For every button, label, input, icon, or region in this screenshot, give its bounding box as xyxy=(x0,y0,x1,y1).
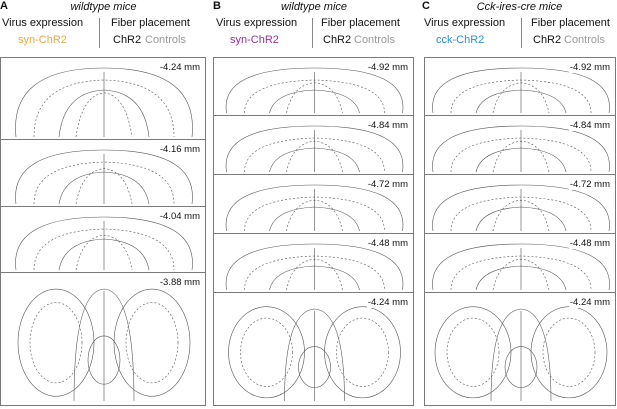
brain-section: -4.24 mm xyxy=(424,292,616,406)
fiber-chr2-label: ChR2 xyxy=(113,34,142,46)
fiber-controls-label: Controls xyxy=(145,34,186,46)
atlas-outline xyxy=(225,184,404,232)
atlas-outline xyxy=(225,125,404,173)
virus-label: syn-ChR2 xyxy=(230,34,279,46)
virus-heading: Virus expression xyxy=(424,17,506,29)
section-coordinate: -4.72 mm xyxy=(366,179,409,190)
brain-section: -4.92 mm xyxy=(424,57,616,116)
section-coordinate: -4.92 mm xyxy=(568,62,611,73)
panel-letter: A xyxy=(0,0,8,12)
legend-divider xyxy=(521,18,522,48)
legend-divider xyxy=(312,18,313,48)
panel-c: C Cck-ires-cre mice Virus expression cck… xyxy=(422,0,617,409)
panel-b: B wildtype mice Virus expression syn-ChR… xyxy=(213,0,415,409)
brain-section: -4.72 mm xyxy=(424,174,616,234)
fiber-controls-label: Controls xyxy=(354,34,395,46)
atlas-outline xyxy=(432,67,610,114)
virus-heading: Virus expression xyxy=(2,17,84,29)
brain-section: -4.84 mm xyxy=(424,115,616,175)
atlas-outline xyxy=(225,67,404,114)
panel-title: wildtype mice xyxy=(280,1,348,13)
fiber-heading: Fiber placement xyxy=(321,17,400,29)
virus-heading: Virus expression xyxy=(216,17,298,29)
atlas-outline xyxy=(225,243,404,291)
brain-section: -4.24 mm xyxy=(213,292,414,406)
fiber-chr2-label: ChR2 xyxy=(533,34,562,46)
section-coordinate: -4.16 mm xyxy=(158,144,201,155)
fiber-heading: Fiber placement xyxy=(111,17,190,29)
section-coordinate: -4.24 mm xyxy=(568,297,611,308)
atlas-outline xyxy=(15,216,193,271)
panel-letter: C xyxy=(422,0,430,12)
brain-section: -4.48 mm xyxy=(213,233,414,293)
section-coordinate: -4.48 mm xyxy=(568,238,611,249)
panel-title: wildtype mice xyxy=(70,1,137,13)
section-coordinate: -4.72 mm xyxy=(568,179,611,190)
brain-section: -4.92 mm xyxy=(213,57,414,116)
brain-section: -4.04 mm xyxy=(0,206,206,273)
section-coordinate: -4.84 mm xyxy=(568,120,611,131)
brain-section: -4.16 mm xyxy=(0,139,206,207)
section-coordinate: -4.48 mm xyxy=(366,238,409,249)
brain-section: -4.84 mm xyxy=(213,115,414,175)
section-coordinate: -3.88 mm xyxy=(158,277,201,288)
atlas-outline xyxy=(17,288,191,402)
legend-divider xyxy=(99,18,100,48)
fiber-heading: Fiber placement xyxy=(531,17,610,29)
fiber-chr2-label: ChR2 xyxy=(323,34,352,46)
atlas-outline xyxy=(432,243,610,291)
section-coordinate: -4.84 mm xyxy=(366,120,409,131)
atlas-outline xyxy=(434,306,608,402)
section-coordinate: -4.24 mm xyxy=(366,297,409,308)
atlas-outline xyxy=(15,149,193,205)
virus-label: cck-ChR2 xyxy=(436,34,485,46)
brain-section: -4.72 mm xyxy=(213,174,414,234)
atlas-outline xyxy=(15,67,193,138)
section-coordinate: -4.92 mm xyxy=(366,62,409,73)
atlas-outline xyxy=(228,306,401,402)
brain-section: -4.48 mm xyxy=(424,233,616,293)
virus-label: syn-ChR2 xyxy=(18,34,67,46)
fiber-controls-label: Controls xyxy=(564,34,605,46)
brain-section: -3.88 mm xyxy=(0,272,206,406)
atlas-outline xyxy=(432,184,610,232)
section-coordinate: -4.24 mm xyxy=(158,62,201,73)
panel-title: Cck-ires-cre mice xyxy=(476,1,563,13)
brain-section: -4.24 mm xyxy=(0,57,206,140)
panel-letter: B xyxy=(213,0,221,12)
panel-a: A wildtype mice Virus expression syn-ChR… xyxy=(0,0,207,409)
section-coordinate: -4.04 mm xyxy=(158,211,201,222)
atlas-outline xyxy=(432,125,610,173)
